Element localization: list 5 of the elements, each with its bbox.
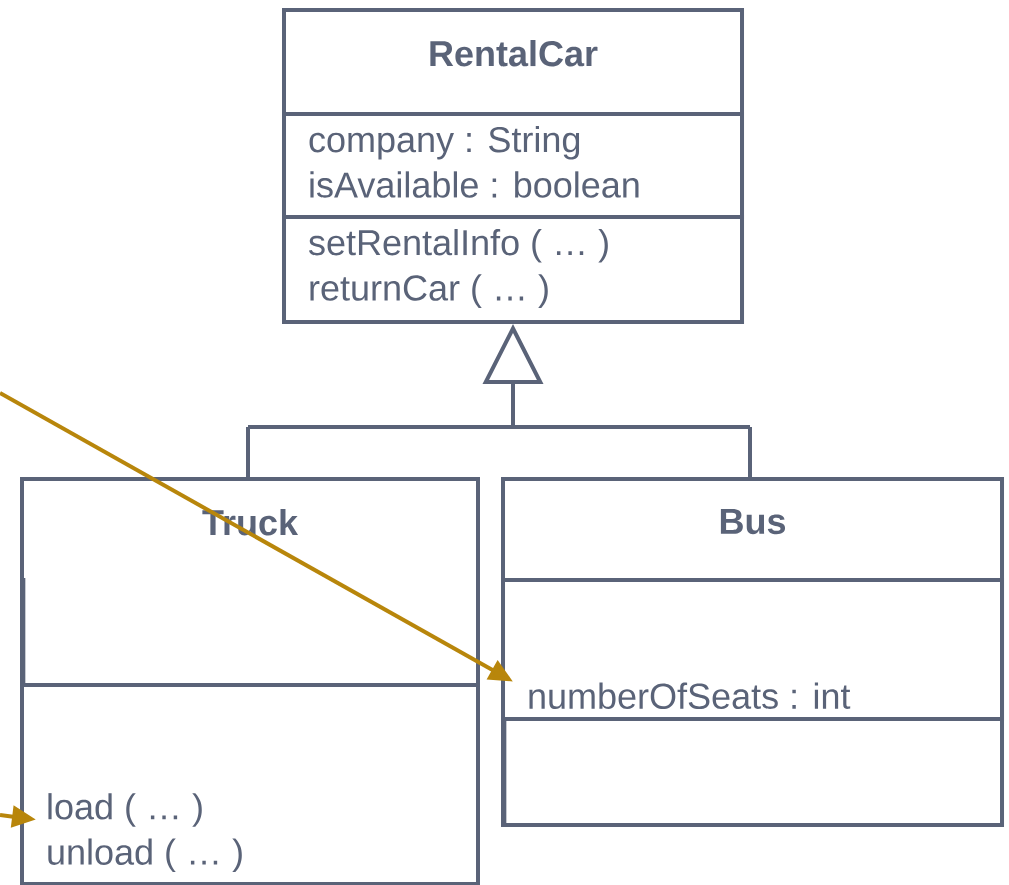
compartment-box: numberOfSeats : int bbox=[501, 578, 1004, 721]
empty-compartment-box bbox=[501, 717, 507, 827]
compartment-box: load ( … ) unload ( … ) bbox=[20, 683, 480, 885]
compartment-box: company : String isAvailable : boolean bbox=[282, 112, 744, 219]
compartment-box: setRentalInfo ( … ) returnCar ( … ) bbox=[282, 215, 744, 324]
